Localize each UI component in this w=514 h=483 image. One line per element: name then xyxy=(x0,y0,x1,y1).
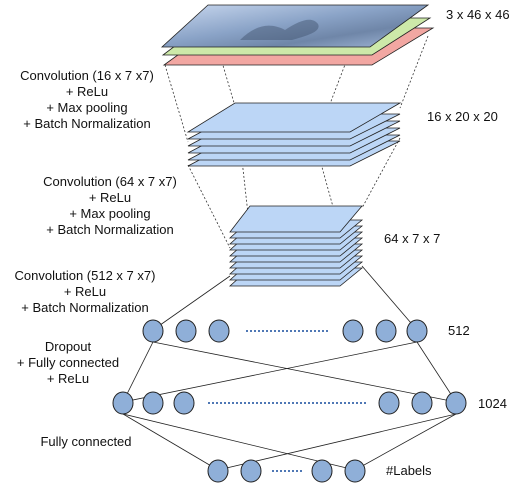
neuron xyxy=(142,319,164,343)
conv1-dims-label: 16 x 20 x 20 xyxy=(427,109,498,124)
op-label-line: Convolution (64 x 7 x7) xyxy=(43,174,177,189)
neuron xyxy=(240,459,262,483)
connector-line xyxy=(187,164,231,249)
op-label-line: + Fully connected xyxy=(17,355,119,370)
fc2-dims-label: 1024 xyxy=(478,396,507,411)
fc2-neurons xyxy=(112,391,467,415)
fc-edge xyxy=(122,341,154,403)
neuron xyxy=(378,391,400,415)
neuron xyxy=(445,391,467,415)
op-label-line: + Batch Normalization xyxy=(46,222,174,237)
fc-edge xyxy=(122,413,219,471)
neuron xyxy=(375,319,397,343)
fc-edge xyxy=(416,341,457,403)
feature-map xyxy=(186,102,402,133)
connector-line xyxy=(361,137,401,209)
input-channel-blue-image xyxy=(160,4,430,48)
fc-edge xyxy=(122,413,356,471)
input-image-figure xyxy=(240,19,319,40)
connection-lines xyxy=(164,35,429,249)
op2-label: Convolution (64 x 7 x7) + ReLu + Max poo… xyxy=(43,174,177,237)
fc-edge xyxy=(354,413,457,471)
op1-label: Convolution (16 x 7 x7) + ReLu + Max poo… xyxy=(20,68,154,131)
feature-map xyxy=(229,205,363,233)
conv2-feature-maps xyxy=(228,205,364,287)
neuron xyxy=(411,391,433,415)
op-label-line: + ReLu xyxy=(47,371,89,386)
input-dims-label: 3 x 46 x 46 xyxy=(446,7,510,22)
op-label-line: Convolution (16 x 7 x7) xyxy=(20,68,154,83)
connector-line xyxy=(399,35,429,109)
conv-to-fc-lines xyxy=(152,265,418,331)
op-label-line: + Batch Normalization xyxy=(23,116,151,131)
op-label-line: Fully connected xyxy=(40,434,131,449)
op-label-line: + ReLu xyxy=(89,190,131,205)
op-label-line: + ReLu xyxy=(66,84,108,99)
op-label-line: + Max pooling xyxy=(46,100,127,115)
op-label-line: + ReLu xyxy=(64,284,106,299)
op-label-line: Convolution (512 x 7 x7) xyxy=(15,268,156,283)
neuron xyxy=(173,391,195,415)
op-label-line: Dropout xyxy=(45,339,92,354)
fc1-dims-label: 512 xyxy=(448,323,470,338)
output-dims-label: #Labels xyxy=(386,463,432,478)
neuron xyxy=(311,459,333,483)
op4-label: Dropout + Fully connected + ReLu xyxy=(17,339,119,386)
op-label-line: + Batch Normalization xyxy=(21,300,149,315)
connector-line xyxy=(319,159,341,233)
op3-label: Convolution (512 x 7 x7) + ReLu + Batch … xyxy=(15,268,156,315)
connector-line xyxy=(152,275,231,331)
conv1-feature-maps xyxy=(186,102,402,167)
neuron xyxy=(344,459,366,483)
output-neurons xyxy=(207,459,366,483)
op-label-line: + Max pooling xyxy=(69,206,150,221)
op5-label: Fully connected xyxy=(40,434,131,449)
fc-edge xyxy=(217,413,457,471)
conv2-dims-label: 64 x 7 x 7 xyxy=(384,231,440,246)
fc1-neurons xyxy=(142,319,428,343)
input-layer xyxy=(160,4,435,66)
neuron xyxy=(208,319,230,343)
neuron xyxy=(406,319,428,343)
connector-line xyxy=(361,265,418,331)
fc-edges xyxy=(122,341,457,471)
neuron xyxy=(207,459,229,483)
fc-edge xyxy=(122,341,418,403)
neuron xyxy=(342,319,364,343)
neuron xyxy=(142,391,164,415)
connector-line xyxy=(164,64,189,143)
neuron xyxy=(175,319,197,343)
fc-edge xyxy=(152,341,457,403)
neuron xyxy=(112,391,134,415)
